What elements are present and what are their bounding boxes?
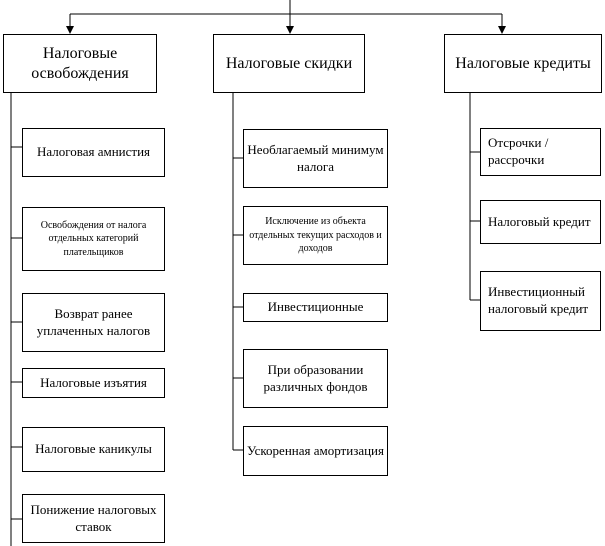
item-refund-paid-taxes: Возврат ранее уплаченных налогов bbox=[22, 293, 165, 352]
item-exclusion-expenses-income: Исключение из объекта отдельных текущих … bbox=[243, 206, 388, 265]
item-exemptions-categories: Освобождения от налога отдельных категор… bbox=[22, 207, 165, 271]
item-investment: Инвестиционные bbox=[243, 293, 388, 322]
item-deferrals-installments: Отсрочки / рассрочки bbox=[480, 128, 601, 176]
item-tax-amnesty: Налоговая амнистия bbox=[22, 128, 165, 177]
item-tax-free-minimum: Необлагаемый минимум налога bbox=[243, 129, 388, 188]
heading-tax-deductions: Налоговые скидки bbox=[213, 34, 365, 93]
item-investment-tax-credit: Инвестиционный налоговый кредит bbox=[480, 271, 601, 331]
item-funds-formation: При образовании различных фондов bbox=[243, 349, 388, 408]
item-reduced-tax-rates: Понижение налоговых ставок bbox=[22, 494, 165, 543]
item-tax-withdrawals: Налоговые изъятия bbox=[22, 368, 165, 398]
heading-tax-credits: Налоговые кредиты bbox=[444, 34, 602, 93]
item-tax-credit: Налоговый кредит bbox=[480, 200, 601, 244]
item-tax-holidays: Налоговые каникулы bbox=[22, 427, 165, 472]
item-accelerated-depreciation: Ускоренная амортизация bbox=[243, 426, 388, 476]
heading-tax-exemptions: Налоговые освобождения bbox=[3, 34, 157, 93]
